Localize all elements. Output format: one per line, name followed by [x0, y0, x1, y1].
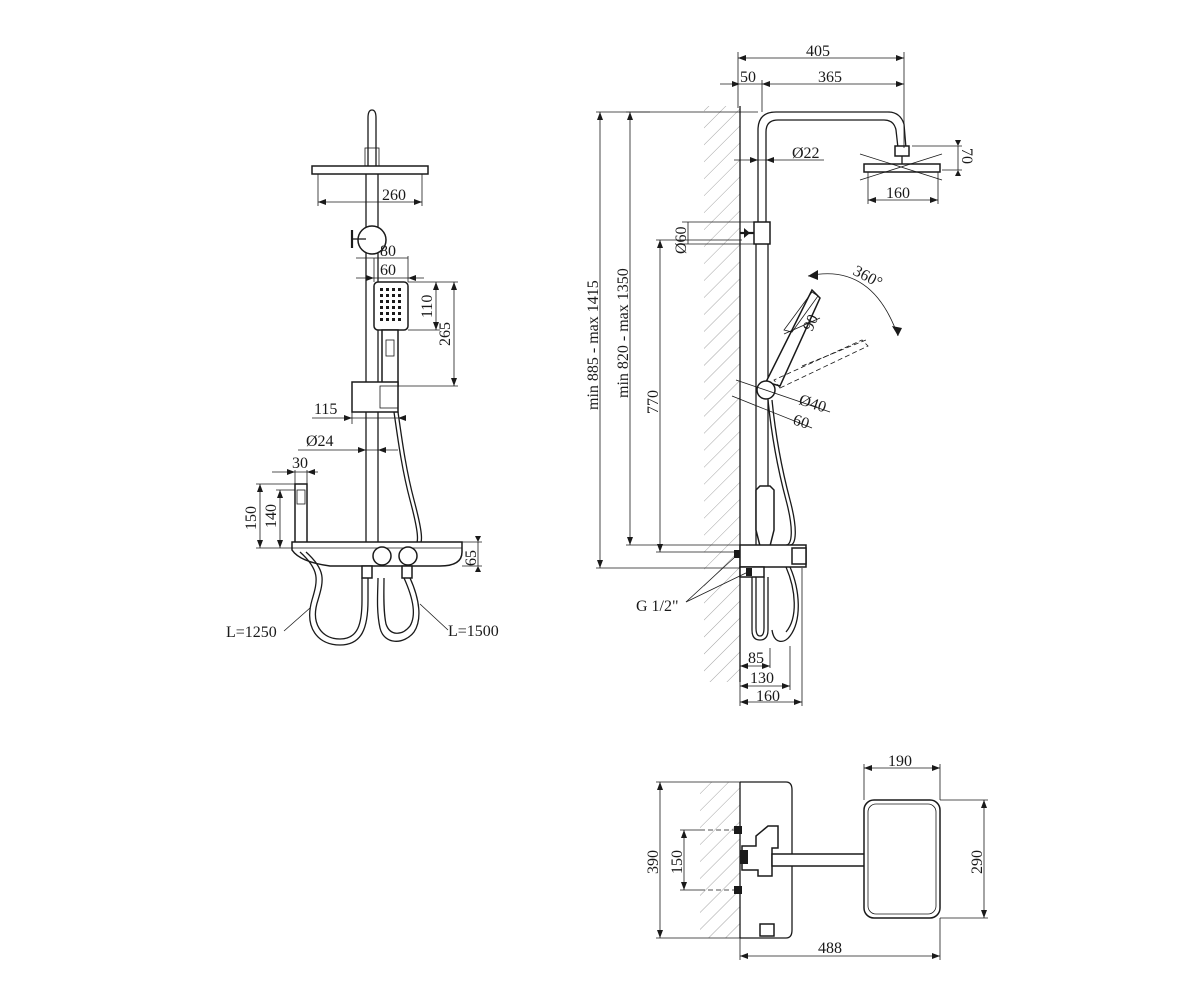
side-shower-arm-inner: [765, 119, 899, 226]
front-handshower-head: [373, 281, 409, 331]
dim-front-shelf-height: 65: [463, 550, 480, 566]
dim-side-holder-height: 770: [645, 390, 662, 414]
dim-front-holder-offset: 115: [314, 401, 337, 418]
dim-top-head-width: 190: [888, 753, 912, 770]
rotation-arc: [807, 273, 899, 337]
dim-side-arm-wall: 50: [740, 69, 756, 86]
dim-side-arm-length: 365: [818, 69, 842, 86]
dim-side-arm-pipe-diameter: Ø22: [792, 145, 820, 162]
side-shower-arm-outer: [757, 111, 907, 226]
dim-front-handshower-length: 265: [437, 322, 454, 346]
dim-side-head-thickness: 70: [958, 148, 975, 164]
dim-top-inlet-spacing: 150: [669, 850, 686, 874]
front-shower-head: [311, 165, 429, 175]
label-hose-right: L=1500: [448, 623, 499, 640]
dim-front-pipe-diameter: Ø24: [306, 433, 334, 450]
top-shower-head: [863, 799, 941, 919]
side-wall-hatch: [704, 106, 740, 682]
side-slider: [755, 485, 775, 547]
dim-side-height-range-outer: min 885 - max 1415: [585, 280, 602, 410]
dim-side-handshower-angle: 90: [800, 312, 822, 334]
dim-front-handshower-head-height: 110: [419, 295, 436, 318]
label-side-connection: G 1/2": [636, 598, 679, 615]
front-shower-arm: [367, 109, 377, 166]
dim-front-head-width: 260: [382, 187, 406, 204]
side-handshower: [764, 288, 869, 389]
dim-front-spout-height-outer: 150: [243, 506, 260, 530]
side-wall-bracket: [753, 221, 771, 245]
top-mixer-body: [741, 825, 779, 877]
label-hose-left: L=1250: [226, 624, 277, 641]
dim-side-height-range-inner: min 820 - max 1350: [615, 268, 632, 398]
front-slider-holder: [351, 381, 399, 413]
top-wall-hatch: [700, 782, 740, 938]
dim-front-spout-width: 30: [292, 455, 308, 472]
front-hose-right: [376, 577, 420, 642]
front-hose-left: [299, 551, 369, 646]
dim-top-total-projection: 488: [818, 940, 842, 957]
front-diverter-knob: [357, 225, 387, 255]
dim-side-depth-85: 85: [748, 650, 764, 667]
side-hose: [771, 399, 796, 546]
handshower-spray-pattern: [380, 288, 401, 321]
side-view: 360° 90 Ø40 60 405 50 365 Ø22 70: [585, 43, 975, 706]
dim-side-holder-offset: 60: [791, 412, 811, 433]
dim-side-depth-160: 160: [756, 688, 780, 705]
dim-top-total-depth: 390: [645, 850, 662, 874]
side-shower-head: [863, 163, 941, 173]
front-view: 260 80 60 110 265 115 Ø24: [226, 109, 499, 646]
front-temp-knob: [372, 546, 392, 566]
dim-side-arm-total: 405: [806, 43, 830, 60]
dim-front-handshower-outer: 80: [380, 243, 396, 260]
front-handshower-grip: [381, 329, 399, 387]
front-flow-knob: [398, 546, 418, 566]
front-handshower-hose: [393, 411, 419, 546]
dim-front-handshower-inner: 60: [380, 262, 396, 279]
dim-top-head-depth: 290: [969, 850, 986, 874]
dim-side-depth-130: 130: [750, 670, 774, 687]
dim-side-head-depth: 160: [886, 185, 910, 202]
dim-front-spout-height-inner: 140: [263, 504, 280, 528]
top-view: 190 390 150 290 488: [645, 753, 988, 960]
